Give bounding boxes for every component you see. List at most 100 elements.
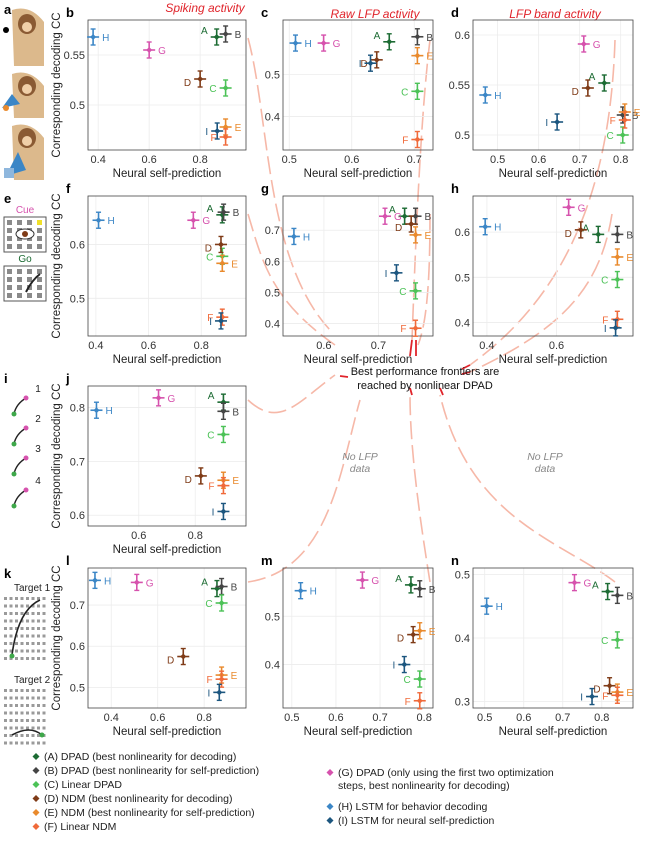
grid-cell <box>9 704 13 707</box>
grid-cell <box>7 269 12 274</box>
point-label-H: H <box>102 33 109 44</box>
trajectory-path-icon <box>13 397 27 415</box>
point-label-E: E <box>231 259 238 270</box>
x-tick-label: 0.5 <box>282 154 297 166</box>
panel-letter-m: m <box>261 553 273 568</box>
y-tick-label: 0.6 <box>455 30 470 42</box>
legend-label: (D) NDM (best nonlinearity for decoding) <box>44 793 233 805</box>
legend-item-B: (B) DPAD (best nonlinearity for self-pre… <box>32 765 259 777</box>
grid-cell <box>4 657 7 660</box>
marker-diamond <box>217 317 224 324</box>
point-label-D: D <box>185 475 192 486</box>
frontier-arrow <box>439 394 616 583</box>
legend-label: (I) LSTM for neural self-prediction <box>338 815 495 827</box>
marker-diamond <box>606 682 613 689</box>
x-tick-label: 0.7 <box>572 154 587 166</box>
point-label-E: E <box>232 476 239 487</box>
x-tick-label: 0.8 <box>188 530 203 542</box>
grid-cell <box>31 711 35 715</box>
point-label-F: F <box>208 482 214 493</box>
y-tick-label: 0.5 <box>265 611 280 623</box>
x-axis-label: Neural self-prediction <box>499 354 608 366</box>
cue-label: Cue <box>16 205 35 216</box>
point-label-E: E <box>626 253 633 264</box>
y-tick-label: 0.5 <box>455 130 470 142</box>
marker-diamond <box>595 231 602 238</box>
grid-cell <box>42 741 46 745</box>
point-label-I: I <box>207 688 210 699</box>
point-label-F: F <box>207 313 213 324</box>
marker-diamond <box>577 226 584 233</box>
monkey-illustration-3 <box>4 124 44 180</box>
x-tick-label: 0.5 <box>490 154 505 166</box>
grid-cell <box>15 657 18 660</box>
marker-diamond <box>414 33 421 40</box>
marker-diamond <box>589 693 596 700</box>
grid-cell <box>9 627 13 630</box>
grid-cell <box>26 734 29 737</box>
grid-cell <box>9 634 13 638</box>
grid-cell <box>15 711 18 715</box>
x-tick-label: 0.6 <box>141 340 156 352</box>
target-2-label: Target 2 <box>14 675 51 686</box>
data-point-H: H <box>287 227 310 246</box>
point-label-F: F <box>211 133 217 144</box>
legend-item-H: (H) LSTM for behavior decoding <box>326 801 488 813</box>
point-label-A: A <box>592 581 599 592</box>
trajectory-number: 4 <box>35 476 41 487</box>
monkey-illustration-1 <box>3 8 44 66</box>
grid-cell <box>37 619 40 623</box>
target-1-grid <box>4 597 46 660</box>
point-label-B: B <box>425 212 432 223</box>
grid-cell <box>31 734 35 737</box>
data-point-C: C <box>401 82 424 100</box>
grid-cell <box>7 236 12 241</box>
point-label-H: H <box>496 602 503 613</box>
marker-diamond <box>222 134 229 140</box>
y-tick-label: 0.6 <box>265 256 280 268</box>
point-label-I: I <box>385 269 388 280</box>
grid-cell <box>37 604 40 608</box>
grid-cell <box>9 657 13 660</box>
x-tick-label: 0.5 <box>477 712 492 724</box>
marker-diamond <box>90 34 97 40</box>
legend-item-F: (F) Linear NDM <box>32 821 116 833</box>
marker-diamond <box>320 40 327 47</box>
point-label-D: D <box>361 59 368 70</box>
marker-diamond <box>214 128 221 134</box>
x-tick-label: 0.6 <box>328 712 343 724</box>
point-label-F: F <box>400 324 406 335</box>
data-point-B: B <box>215 577 238 596</box>
data-point-E: E <box>219 118 242 136</box>
x-tick-label: 0.7 <box>371 340 386 352</box>
legend-marker-icon <box>32 767 40 774</box>
data-point-D: D <box>593 677 616 696</box>
start-dot-icon <box>9 653 15 659</box>
panel-letter-j: j <box>65 371 70 386</box>
grid-cell <box>20 696 24 700</box>
grid-cell <box>15 734 18 737</box>
grid-cell <box>31 657 35 660</box>
data-point-G: G <box>577 35 601 53</box>
point-label-I: I <box>205 127 208 138</box>
x-axis-label: Neural self-prediction <box>113 544 222 556</box>
point-label-D: D <box>167 656 174 667</box>
point-label-H: H <box>108 216 115 227</box>
marker-diamond <box>218 583 225 590</box>
y-tick-label: 0.4 <box>455 633 470 645</box>
grid-cell <box>4 696 7 700</box>
x-tick-label: 0.8 <box>192 154 207 166</box>
start-dot-icon <box>11 471 17 477</box>
point-label-G: G <box>158 46 166 57</box>
go-label: Go <box>18 254 32 265</box>
marker-diamond <box>197 76 204 82</box>
point-label-I: I <box>212 507 215 518</box>
grid-cell <box>26 696 29 700</box>
point-label-D: D <box>572 87 579 98</box>
x-tick-label: 0.7 <box>372 712 387 724</box>
point-label-B: B <box>235 30 242 41</box>
grid-cell <box>15 627 18 630</box>
